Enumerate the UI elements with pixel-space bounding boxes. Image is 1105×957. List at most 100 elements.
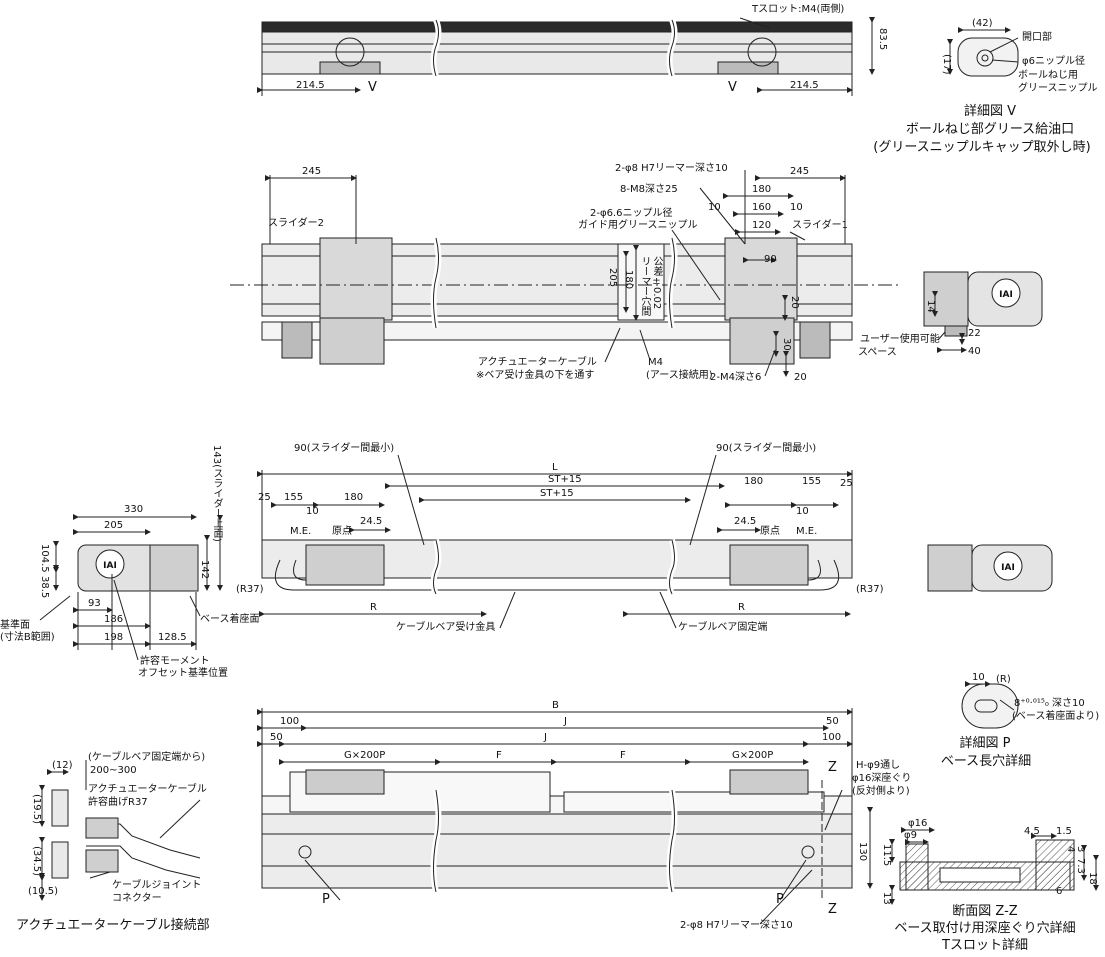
- note-reamer: 2-φ8 H7リーマー深さ10: [615, 163, 728, 174]
- section-left-view: [39, 514, 223, 661]
- view-label-v-left: V: [368, 80, 377, 95]
- bottom-view: [257, 708, 873, 925]
- zz-dim-13: 13: [881, 892, 892, 905]
- dim-104-5: 104.5: [39, 544, 50, 573]
- dim-198: 198: [104, 632, 124, 643]
- dim-128-5: 128.5: [158, 632, 187, 643]
- note-guide-1: 2-φ6.6ニップル径: [590, 208, 673, 219]
- dim-24-5-left: 24.5: [360, 516, 383, 527]
- zz-dim-3: 3: [1075, 846, 1086, 853]
- note-fixed-1: (ケーブルベア固定端から): [88, 752, 206, 763]
- iai-logo-text: IAI: [103, 561, 117, 571]
- dim-160: 160: [752, 202, 772, 213]
- dim-180-v: 180: [623, 270, 634, 290]
- dim-J-mid: J: [544, 732, 547, 743]
- dim-L: L: [552, 462, 558, 473]
- note-user-2: スペース: [858, 347, 897, 358]
- note-user-1: ユーザー使用可能: [860, 334, 940, 345]
- note-cable-1: アクチュエーターケーブル: [478, 357, 597, 368]
- note-2m4: 2-M4深さ6: [710, 372, 762, 383]
- detail-v-height: (17): [941, 54, 952, 75]
- middle-view: [230, 170, 900, 377]
- dim-90-right: 90(スライダー間最小): [716, 443, 817, 454]
- right-end-view: [923, 271, 1043, 353]
- detail-p-tol-2: (ベース着座面より): [1012, 711, 1100, 722]
- dim-10-a: 10: [708, 202, 721, 213]
- view-label-v-right: V: [728, 80, 737, 95]
- detail-v-title-3: (グリースニップルキャップ取外し時): [873, 140, 1091, 155]
- detail-v: [947, 27, 1019, 77]
- dim-180-left: 180: [344, 492, 364, 503]
- dim-g200p-left: G×200P: [344, 750, 386, 761]
- dim-180-right: 180: [744, 476, 764, 487]
- dim-20-b: 20: [794, 372, 807, 383]
- detail-p-tol: 8⁺⁰·⁰¹⁵₀ 深さ10: [1014, 698, 1085, 709]
- zz-dim-4-5: 4.5: [1024, 826, 1040, 837]
- dim-186: 186: [104, 614, 124, 625]
- dim-155-left: 155: [284, 492, 304, 503]
- note-m4-1: M4: [648, 357, 663, 368]
- zz-dim-4: 4: [1065, 846, 1076, 853]
- me-left: M.E.: [290, 526, 312, 537]
- zz-title-2: ベース取付け用深座ぐり穴詳細: [894, 921, 1076, 936]
- detail-p: [961, 681, 1019, 729]
- zz-dim-18: 18: [1087, 872, 1098, 885]
- note-moment-1: 許容モーメント: [140, 656, 210, 667]
- zz-title-3: Tスロット詳細: [942, 938, 1028, 953]
- detail-v-width: (42): [972, 18, 993, 29]
- note-ref-1: 基準面: [0, 620, 30, 631]
- note-m4-2: (アース接続用): [646, 370, 713, 381]
- r37-right: (R37): [856, 584, 884, 595]
- dim-10-b: 10: [790, 202, 803, 213]
- dim-90-left: 90(スライダー間最小): [294, 443, 395, 454]
- iai-logo-text: IAI: [999, 290, 1013, 300]
- zz-dim-6: 6: [1056, 886, 1063, 897]
- detail-v-opening: 開口部: [1022, 32, 1052, 43]
- dim-155-right: 155: [802, 476, 822, 487]
- dim-34-5: (34.5): [31, 846, 42, 877]
- detail-p-dim-10: 10: [972, 672, 985, 683]
- dim-180: 180: [752, 184, 772, 195]
- dim-22: 22: [968, 328, 981, 339]
- origin-right: 原点: [760, 526, 780, 537]
- note-bend-1: アクチュエーターケーブル: [88, 784, 207, 795]
- dim-B: B: [552, 700, 559, 711]
- dim-83-5: 83.5: [877, 28, 888, 51]
- detail-v-nipple-1: φ6ニップル径: [1022, 56, 1085, 67]
- dim-30: 30: [781, 338, 792, 351]
- detail-v-nipple-2: ボールねじ用: [1018, 70, 1078, 81]
- detail-v-nipple-3: グリースニップル: [1018, 83, 1098, 94]
- dim-100-right: 100: [822, 732, 842, 743]
- side-view: [257, 454, 853, 629]
- dim-14: 14: [925, 300, 936, 313]
- note-joint-2: コネクター: [112, 893, 162, 904]
- tslot-label: Tスロット:M4(両側): [752, 4, 845, 15]
- detail-v-title-1: 詳細図 V: [963, 104, 1017, 119]
- iai-logo: IAI IAI IAI: [103, 290, 1015, 573]
- dim-J-top: J: [564, 716, 567, 727]
- note-fixed-end: ケーブルベア固定端: [678, 622, 768, 633]
- note-moment-2: オフセット基準位置: [138, 668, 228, 679]
- detail-p-title-2: ベース長穴詳細: [940, 754, 1032, 769]
- note-joint-1: ケーブルジョイント: [112, 880, 202, 891]
- dim-40: 40: [968, 346, 981, 357]
- p-right: P: [776, 892, 784, 907]
- note-h-3: (反対側より): [852, 786, 910, 797]
- detail-p-dim-R: (R): [996, 674, 1011, 685]
- zz-dim-16: φ16: [908, 818, 928, 829]
- note-m8: 8-M8深さ25: [620, 184, 678, 195]
- note-guide-2: ガイド用グリースニップル: [578, 220, 698, 231]
- note-base: ベース着座面: [200, 614, 260, 625]
- note-h-1: H-φ9通し: [856, 760, 901, 771]
- slider-1-label: スライダー1: [792, 220, 848, 231]
- dim-205-s: 205: [104, 520, 124, 531]
- dim-245-right: 245: [790, 166, 810, 177]
- dim-130: 130: [857, 842, 868, 862]
- view-v-circle-right: [747, 37, 777, 67]
- reamer-tol-1: リーマー穴間: [639, 256, 650, 316]
- zz-dim-1-5: 1.5: [1056, 826, 1072, 837]
- note-ref-2: (寸法B範囲): [0, 632, 55, 643]
- reamer-tol-2: 公差±0.02: [651, 256, 662, 310]
- dim-12: (12): [52, 760, 73, 771]
